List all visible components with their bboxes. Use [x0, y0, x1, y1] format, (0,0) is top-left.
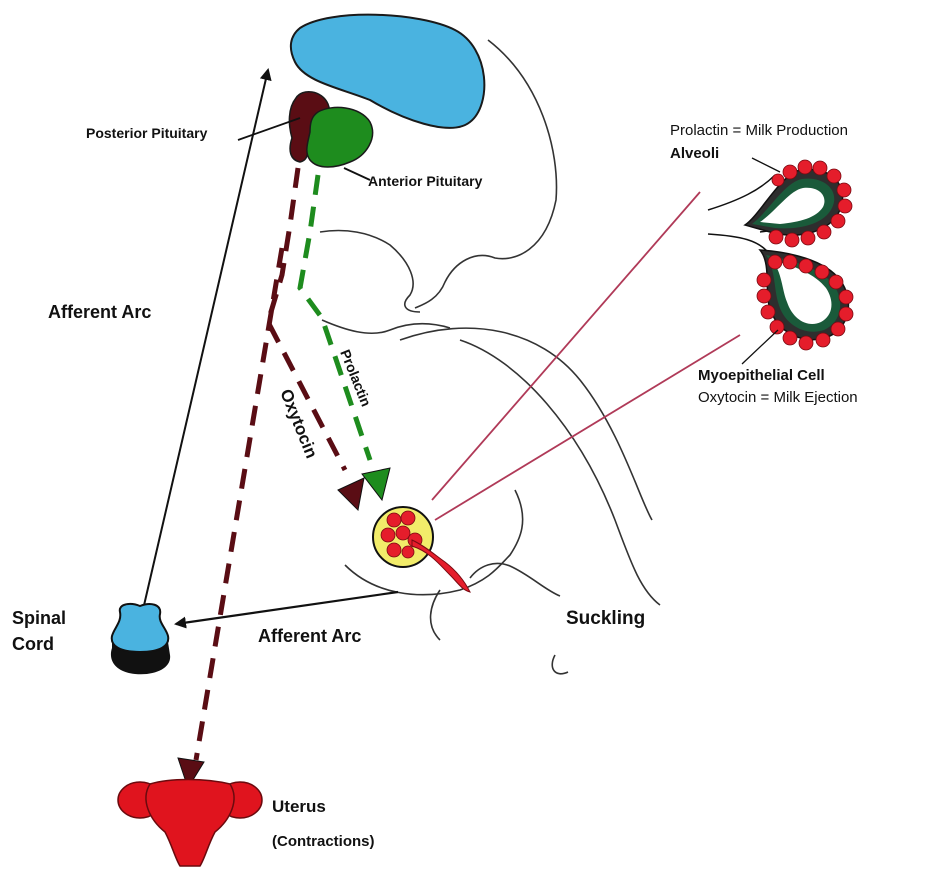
uterus-shape	[118, 780, 262, 867]
breast-outline	[345, 490, 523, 595]
prolactin-path-label: Prolactin	[337, 347, 374, 409]
afferent-arc-arrow-left	[142, 70, 268, 614]
infant-chin	[431, 590, 440, 640]
alveoli-label: Alveoli	[670, 145, 719, 162]
cord-label: Cord	[12, 634, 54, 654]
afferent-arc-bottom-label: Afferent Arc	[258, 626, 361, 646]
afferent-arc-left-label: Afferent Arc	[48, 302, 151, 322]
prolactin-title-label: Prolactin = Milk Production	[670, 122, 848, 139]
connector-line-lower	[435, 335, 740, 520]
arm-outline	[400, 328, 652, 520]
connector-line-upper	[432, 192, 700, 500]
infant-ear	[552, 655, 568, 674]
myoepithelial-cell-label: Myoepithelial Cell	[698, 367, 825, 384]
posterior-pituitary-label: Posterior Pituitary	[86, 125, 208, 141]
spinal-cord	[111, 604, 170, 674]
oxytocin-effect-label: Oxytocin = Milk Ejection	[698, 389, 858, 406]
oxytocin-path-label: Oxytocin	[276, 386, 321, 461]
uterus-label: Uterus	[272, 797, 326, 816]
mammary-gland	[373, 507, 470, 592]
prolactin-path	[300, 175, 370, 460]
alveoli-detail	[708, 158, 853, 364]
afferent-arc-arrow-bottom	[176, 592, 398, 624]
body-outline	[460, 340, 660, 605]
spinal-label: Spinal	[12, 608, 66, 628]
suckling-label: Suckling	[566, 608, 645, 629]
contractions-label: (Contractions)	[272, 833, 375, 850]
anterior-pituitary	[307, 107, 373, 167]
oxytocin-arrowhead	[338, 478, 364, 510]
anterior-pituitary-leader	[344, 168, 370, 180]
anterior-pituitary-label: Anterior Pituitary	[368, 173, 483, 189]
face-profile	[320, 231, 420, 312]
prolactin-arrowhead	[362, 468, 390, 500]
